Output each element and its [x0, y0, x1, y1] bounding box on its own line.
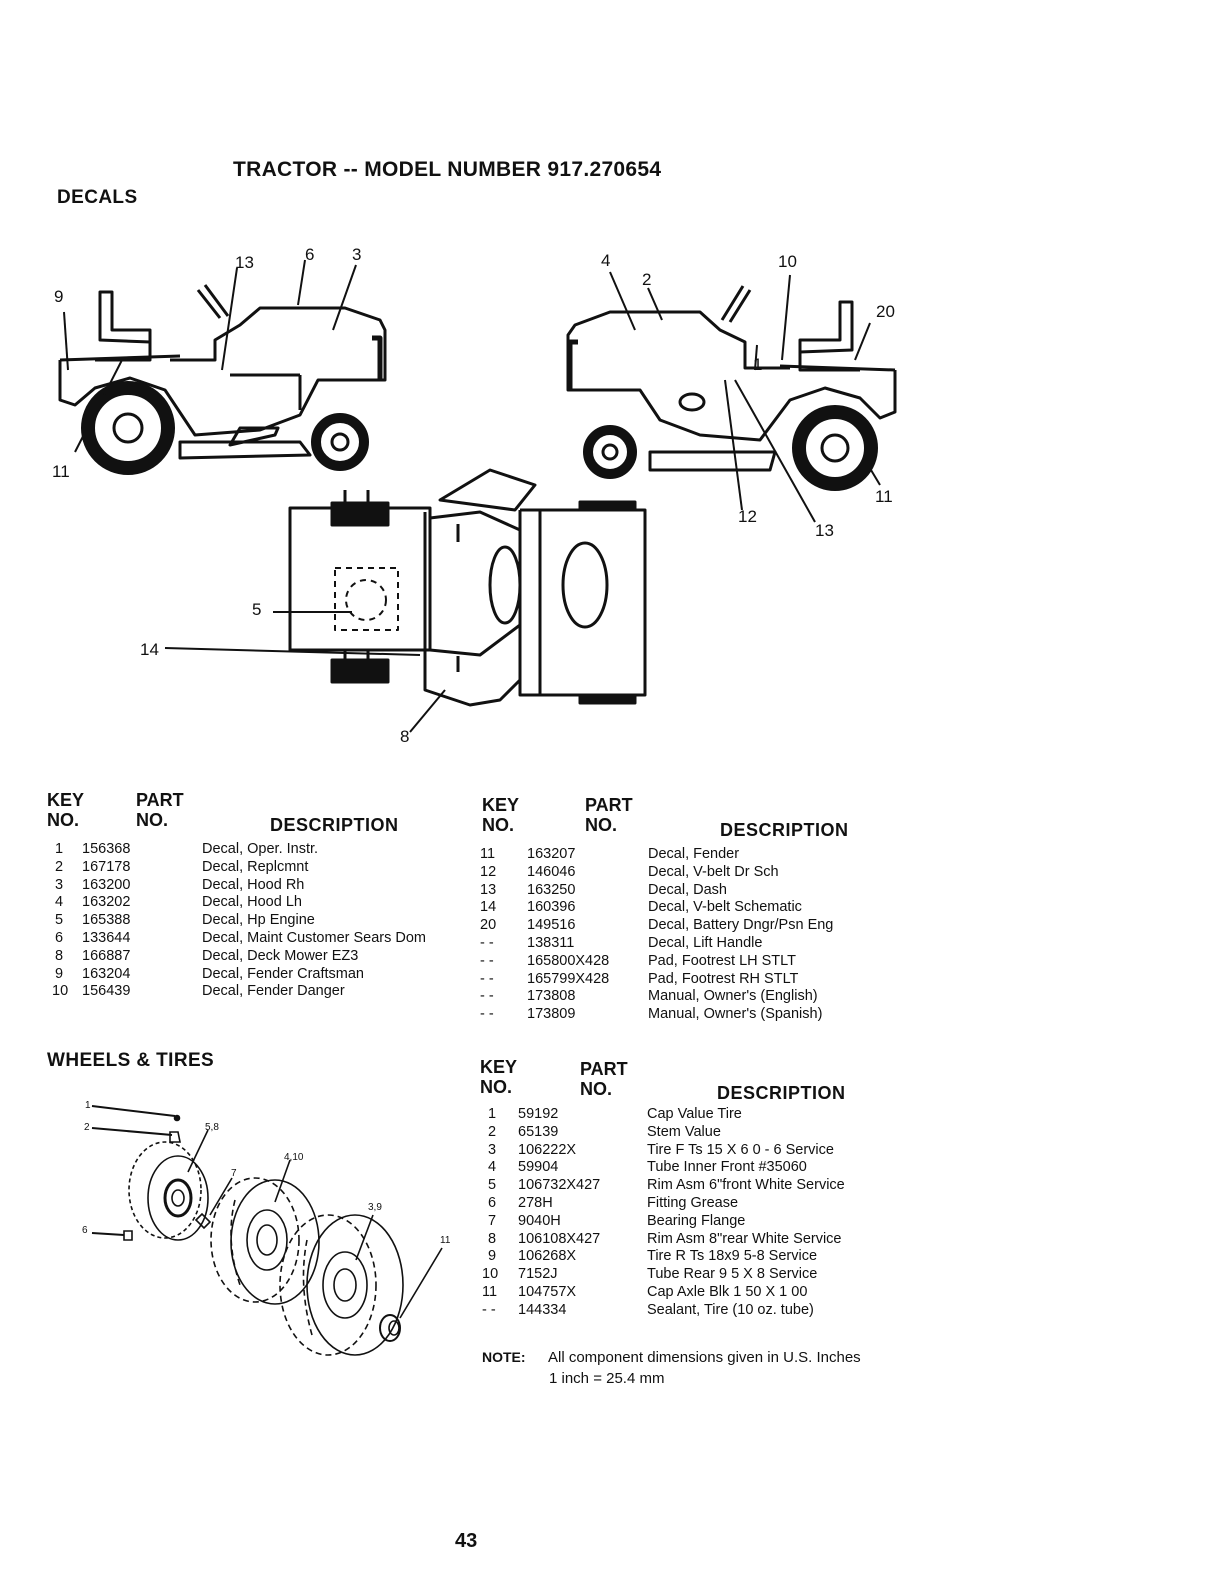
wheels-part-header: PART	[580, 1059, 628, 1079]
callout-20: 20	[876, 302, 895, 321]
callout-2: 2	[84, 1122, 90, 1133]
callout-10: 10	[778, 252, 797, 271]
callout-3-9: 3,9	[368, 1202, 382, 1213]
page-title: TRACTOR -- MODEL NUMBER 917.270654	[233, 158, 662, 181]
tractor-right-side-illustration	[566, 285, 897, 491]
wheels-description-header: DESCRIPTION	[717, 1083, 846, 1103]
front-rim-illustration	[128, 1141, 209, 1241]
wheels-key-header-2: NO.	[480, 1077, 513, 1097]
callout-13: 13	[235, 253, 254, 272]
callout-1: 1	[85, 1100, 91, 1111]
front-tire-illustration	[210, 1177, 320, 1305]
decals-right-part-header-2: NO.	[585, 815, 618, 835]
callout-1: 1	[753, 355, 762, 374]
callout-13-right: 13	[815, 521, 834, 540]
decals-diagram: 13 6 3 9 11 4 2 10 20 1 11 12 13 5 14 8	[52, 245, 897, 746]
callout-4-10: 4,10	[284, 1152, 304, 1163]
page-number: 43	[455, 1530, 478, 1552]
decals-left-part-header-2: NO.	[136, 810, 169, 830]
callout-9: 9	[54, 287, 63, 306]
callout-5: 5	[252, 600, 261, 619]
decals-left-description-header: DESCRIPTION	[270, 815, 399, 835]
callout-6: 6	[305, 245, 314, 264]
wheels-section-title: WHEELS & TIRES	[47, 1050, 215, 1071]
callout-11-left: 11	[52, 462, 70, 481]
callout-11: 11	[440, 1235, 451, 1246]
decals-left-part-header: PART	[136, 790, 184, 810]
callout-2: 2	[642, 270, 651, 289]
tractor-top-view-illustration	[288, 468, 647, 707]
callout-11-right: 11	[875, 487, 893, 506]
callout-12: 12	[738, 507, 757, 526]
callout-3: 3	[352, 245, 361, 264]
callout-8: 8	[400, 727, 409, 746]
callout-4: 4	[601, 251, 610, 270]
note-text-line1: All component dimensions given in U.S. I…	[548, 1349, 861, 1366]
decals-right-key-header-2: NO.	[482, 815, 515, 835]
decals-right-key-header: KEY	[482, 795, 520, 815]
wheels-part-header-2: NO.	[580, 1079, 613, 1099]
callout-5-8: 5,8	[205, 1122, 219, 1133]
callout-7: 7	[231, 1168, 237, 1179]
rear-tire-illustration	[279, 1214, 404, 1356]
tractor-left-side-illustration	[58, 284, 387, 475]
decals-section-title: DECALS	[57, 187, 138, 208]
note-text-line2: 1 inch = 25.4 mm	[549, 1370, 665, 1387]
decals-left-key-header-2: NO.	[47, 810, 80, 830]
wheels-key-header: KEY	[480, 1057, 518, 1077]
callout-14: 14	[140, 640, 159, 659]
decals-right-part-header: PART	[585, 795, 633, 815]
wheels-exploded-diagram: 1 2 5,8 4,10 7 3,9 6 11	[82, 1100, 451, 1356]
decals-right-description-header: DESCRIPTION	[720, 820, 849, 840]
note-label: NOTE:	[482, 1349, 526, 1365]
callout-6: 6	[82, 1225, 88, 1236]
decals-left-key-header: KEY	[47, 790, 85, 810]
